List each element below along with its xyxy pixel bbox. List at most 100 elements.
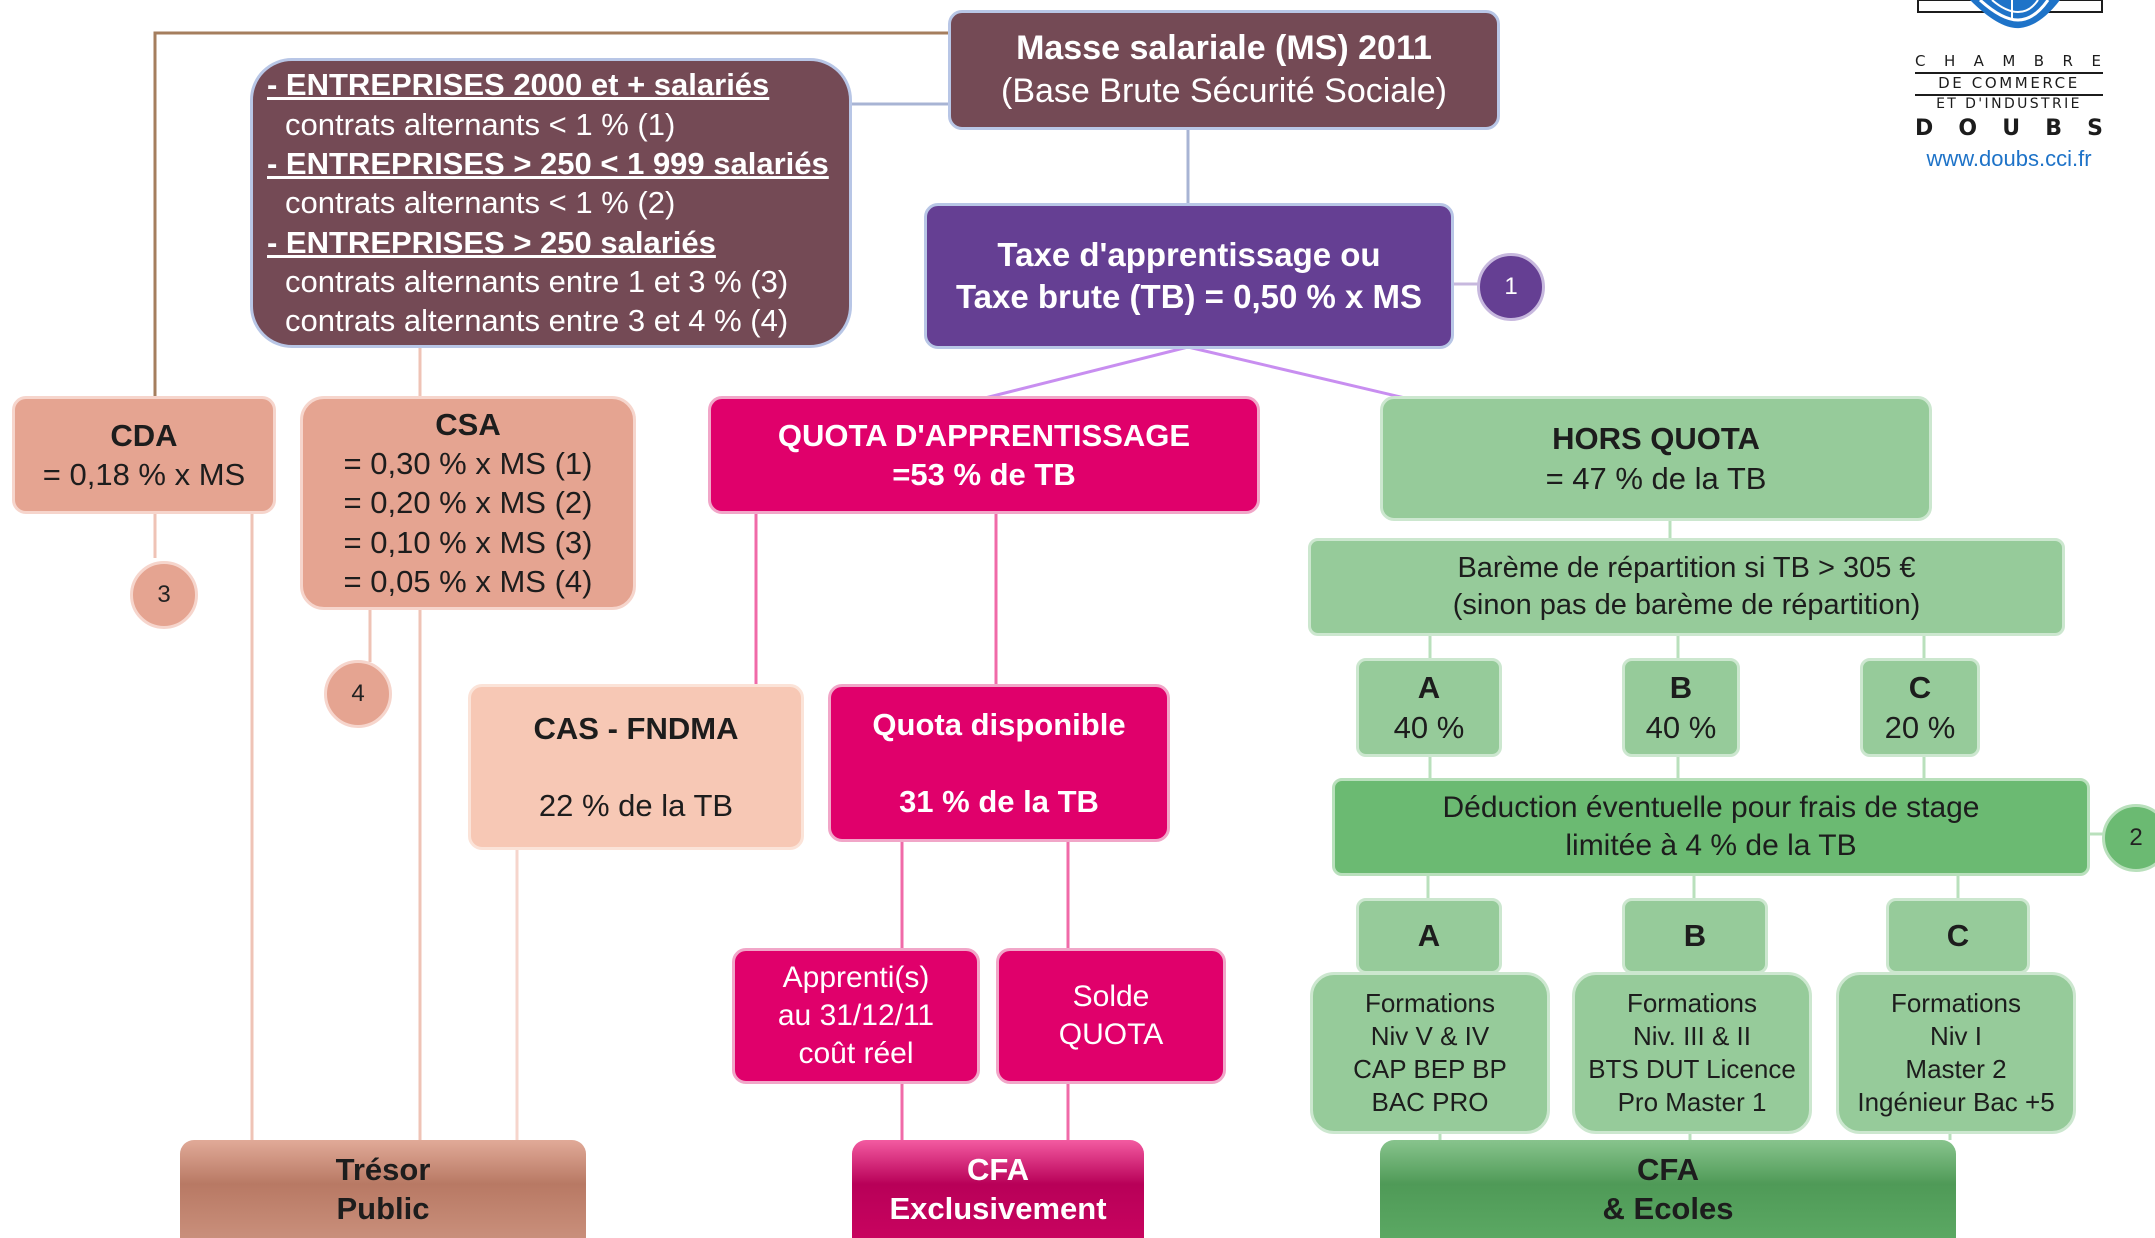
- logo-letter: U: [2002, 116, 2021, 141]
- formations-b-line-1: Formations: [1626, 987, 1758, 1018]
- ecoles-line-2: & Ecoles: [1602, 1191, 1734, 1226]
- deduction-line-1: Déduction éventuelle pour frais de stage: [1442, 790, 1980, 824]
- formations-b-line-4: Pro Master 1: [1617, 1087, 1767, 1118]
- formations-a-box: Formations Niv V & IV CAP BEP BP BAC PRO: [1310, 972, 1550, 1134]
- taxe-line-1: Taxe d'apprentissage ou: [997, 236, 1381, 274]
- csa-value-1: = 0,30 % x MS (1): [343, 445, 593, 481]
- cfa-exclusivement-box: CFA Exclusivement: [852, 1140, 1144, 1238]
- category-b-pct: 40 %: [1645, 709, 1717, 745]
- logo-rule-2: [1915, 94, 2103, 96]
- quota-title: QUOTA D'APPRENTISSAGE: [777, 417, 1191, 453]
- category-a-bottom-letter: A: [1417, 918, 1441, 954]
- csa-value-2: = 0,20 % x MS (2): [343, 485, 593, 521]
- category-c-pct: 20 %: [1884, 709, 1956, 745]
- logo-rule-1: [1915, 72, 2103, 74]
- logo-letter: B: [2045, 116, 2062, 141]
- cda-title: CDA: [110, 417, 178, 453]
- cci-doubs-logo: C H A M B R E DE COMMERCE ET D'INDUSTRIE…: [1910, 0, 2110, 180]
- logo-letter: E: [2091, 52, 2103, 70]
- logo-row-commerce: DE COMMERCE: [1915, 74, 2103, 92]
- cfa-line-1: CFA: [967, 1151, 1029, 1187]
- formations-c-box: Formations Niv I Master 2 Ingénieur Bac …: [1836, 972, 2076, 1134]
- connector-masse-cda: [153, 31, 948, 398]
- category-c-top: C 20 %: [1860, 658, 1980, 757]
- ecoles-line-1: CFA: [1637, 1151, 1699, 1187]
- logo-text-commerce: DE COMMERCE: [1938, 74, 2080, 92]
- formations-c-line-3: Master 2: [1905, 1054, 2007, 1084]
- circle-4: 4: [324, 660, 392, 728]
- formations-b-line-3: BTS DUT Licence: [1588, 1054, 1796, 1084]
- solde-line-2: QUOTA: [1058, 1018, 1164, 1051]
- logo-letter: M: [2002, 52, 2018, 70]
- quota-dispo-value: 31 % de la TB: [899, 784, 1099, 819]
- logo-row-industrie: ET D'INDUSTRIE: [1915, 96, 2103, 112]
- cas-value: 22 % de la TB: [538, 788, 734, 823]
- tresor-line-2: Public: [336, 1191, 430, 1226]
- logo-text-industrie: ET D'INDUSTRIE: [1936, 96, 2082, 112]
- formations-b-box: Formations Niv. III & II BTS DUT Licence…: [1572, 972, 1812, 1134]
- bareme-box: Barème de répartition si TB > 305 € (sin…: [1308, 538, 2065, 636]
- cfa-ecoles-box: CFA & Ecoles: [1380, 1140, 1956, 1238]
- entreprises-heading-1: - ENTREPRISES 2000 et + salariés: [267, 67, 770, 103]
- solde-quota-box: Solde QUOTA: [996, 948, 1226, 1084]
- logo-url[interactable]: www.doubs.cci.fr: [1926, 146, 2092, 171]
- quota-disponible-box: Quota disponible 31 % de la TB: [828, 684, 1170, 842]
- tresor-public-box: Trésor Public: [180, 1140, 586, 1238]
- entreprises-line-1: contrats alternants < 1 % (1): [285, 106, 676, 142]
- apprentis-line-3: coût réel: [798, 1037, 914, 1071]
- quota-dispo-title: Quota disponible: [872, 706, 1126, 742]
- cas-title: CAS - FNDMA: [533, 710, 739, 746]
- csa-title: CSA: [435, 406, 501, 442]
- category-c-bottom-letter: C: [1946, 918, 1970, 954]
- masse-salariale-box: Masse salariale (MS) 2011 (Base Brute Sé…: [948, 10, 1500, 130]
- category-b-bottom: B: [1622, 898, 1768, 974]
- entreprises-box: - ENTREPRISES 2000 et + salariés contrat…: [250, 58, 852, 348]
- bareme-line-1: Barème de répartition si TB > 305 €: [1457, 552, 1916, 585]
- masse-title: Masse salariale (MS) 2011: [1016, 28, 1432, 67]
- entreprises-heading-2: - ENTREPRISES > 250 < 1 999 salariés: [267, 145, 829, 181]
- cfa-line-2: Exclusivement: [889, 1191, 1107, 1226]
- entreprises-heading-3: - ENTREPRISES > 250 salariés: [267, 224, 716, 260]
- formations-c-line-4: Ingénieur Bac +5: [1857, 1087, 2055, 1118]
- category-a-bottom: A: [1356, 898, 1502, 974]
- cas-fndma-box: CAS - FNDMA 22 % de la TB: [468, 684, 804, 850]
- category-a-top: A 40 %: [1356, 658, 1502, 757]
- taxe-box: Taxe d'apprentissage ou Taxe brute (TB) …: [924, 203, 1454, 349]
- cda-box: CDA = 0,18 % x MS: [12, 396, 276, 514]
- formations-c-line-1: Formations: [1890, 987, 2022, 1018]
- taxe-line-2: Taxe brute (TB) = 0,50 % x MS: [955, 278, 1423, 315]
- entreprises-line-4: contrats alternants entre 3 et 4 % (4): [285, 303, 789, 339]
- csa-box: CSA = 0,30 % x MS (1) = 0,20 % x MS (2) …: [300, 396, 636, 610]
- circle-3: 3: [130, 561, 198, 629]
- entreprises-line-2: contrats alternants < 1 % (2): [285, 185, 676, 221]
- category-c-letter: C: [1908, 670, 1932, 706]
- logo-letter: O: [1958, 116, 1978, 141]
- hors-quota-value: = 47 % de la TB: [1545, 460, 1767, 496]
- deduction-line-2: limitée à 4 % de la TB: [1565, 829, 1857, 862]
- formations-a-line-1: Formations: [1364, 987, 1496, 1018]
- formations-b-line-2: Niv. III & II: [1633, 1020, 1751, 1051]
- masse-subtitle: (Base Brute Sécurité Sociale): [1001, 72, 1447, 110]
- formations-c-line-2: Niv I: [1930, 1020, 1982, 1051]
- logo-letter: B: [2033, 52, 2047, 70]
- logo-letter: R: [2062, 52, 2075, 70]
- connector-taxe-quota: [984, 345, 1189, 400]
- solde-line-1: Solde: [1072, 979, 1150, 1013]
- bareme-line-2: (sinon pas de barème de répartition): [1452, 589, 1921, 621]
- hors-quota-title: HORS QUOTA: [1552, 421, 1760, 457]
- hors-quota-box: HORS QUOTA = 47 % de la TB: [1380, 396, 1932, 521]
- category-c-bottom: C: [1886, 898, 2030, 974]
- logo-row-doubs: D O U B S: [1915, 116, 2103, 141]
- cda-value: = 0,18 % x MS: [42, 457, 246, 492]
- logo-letter: C: [1915, 52, 1928, 70]
- csa-value-4: = 0,05 % x MS (4): [343, 564, 593, 600]
- logo-letter: D: [1915, 116, 1934, 141]
- logo-letter: H: [1943, 52, 1958, 70]
- logo-row-chambre: C H A M B R E: [1915, 52, 2103, 70]
- quota-value: =53 % de TB: [892, 457, 1076, 492]
- quota-box: QUOTA D'APPRENTISSAGE =53 % de TB: [708, 396, 1260, 514]
- tresor-line-1: Trésor: [335, 1151, 431, 1187]
- category-b-bottom-letter: B: [1683, 918, 1707, 954]
- formations-a-line-2: Niv V & IV: [1370, 1020, 1490, 1051]
